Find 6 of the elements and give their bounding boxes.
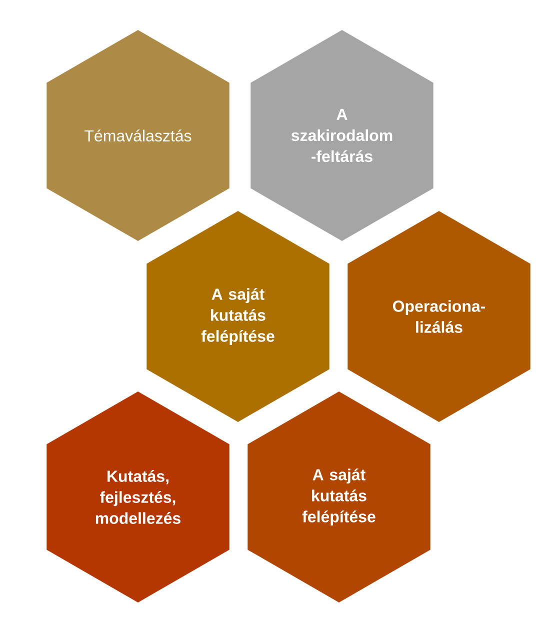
hexagon: A saját kutatás felépítése — [146, 211, 330, 422]
hexagon: A saját kutatás felépítése — [248, 392, 430, 602]
hexagon: A szakirodalom -feltárás — [250, 30, 434, 241]
hexagon: Operaciona- lizálás — [348, 211, 530, 422]
hexagon: Kutatás, fejlesztés, modellezés — [46, 392, 230, 602]
hexagon: Témaválasztás — [46, 30, 230, 241]
